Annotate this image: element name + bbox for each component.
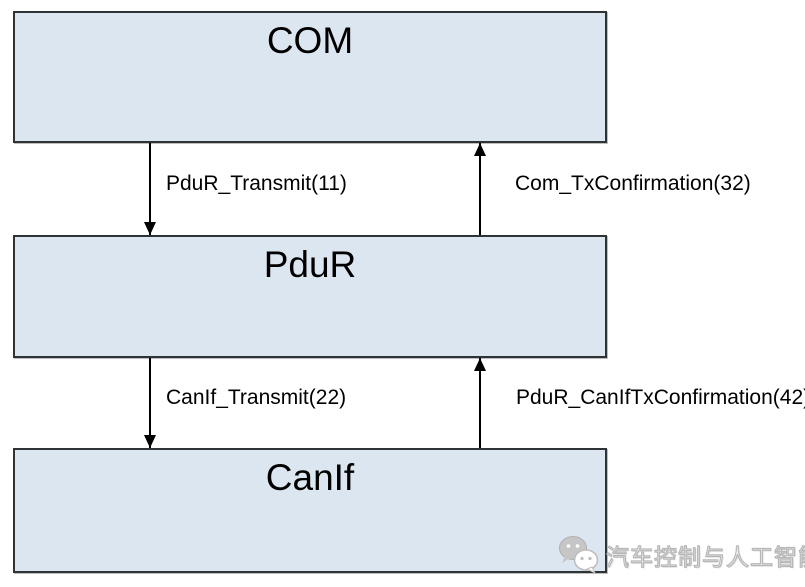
module-box-pdur: PduR: [13, 235, 607, 358]
arrow-com-to-pdur-stem: [149, 143, 151, 235]
module-title-pdur: PduR: [263, 244, 357, 285]
watermark: 汽车控制与人工智能: [556, 534, 805, 576]
arrow-pdur-to-canif-stem: [149, 358, 151, 448]
wechat-icon: [559, 536, 599, 575]
module-title-canif: CanIf: [265, 457, 355, 498]
arrow-down-icon: [144, 435, 156, 448]
arrow-label-pdur-transmit: PduR_Transmit(11): [166, 172, 347, 195]
arrow-down-icon: [144, 222, 156, 235]
module-title-com: COM: [266, 20, 354, 61]
module-box-com: COM: [13, 11, 607, 143]
arrow-label-canif-transmit: CanIf_Transmit(22): [166, 386, 347, 409]
arrow-up-icon: [474, 358, 486, 371]
arrow-up-icon: [474, 143, 486, 156]
watermark-text: 汽车控制与人工智能: [605, 543, 805, 570]
module-box-canif: CanIf: [13, 448, 607, 573]
arrow-label-com-txconfirmation: Com_TxConfirmation(32): [515, 172, 751, 195]
arrow-label-pdur-canif-txconfirmation: PduR_CanIfTxConfirmation(42): [516, 386, 805, 409]
arrow-pdur-to-com-stem: [479, 143, 481, 235]
arrow-canif-to-pdur-stem: [479, 358, 481, 448]
